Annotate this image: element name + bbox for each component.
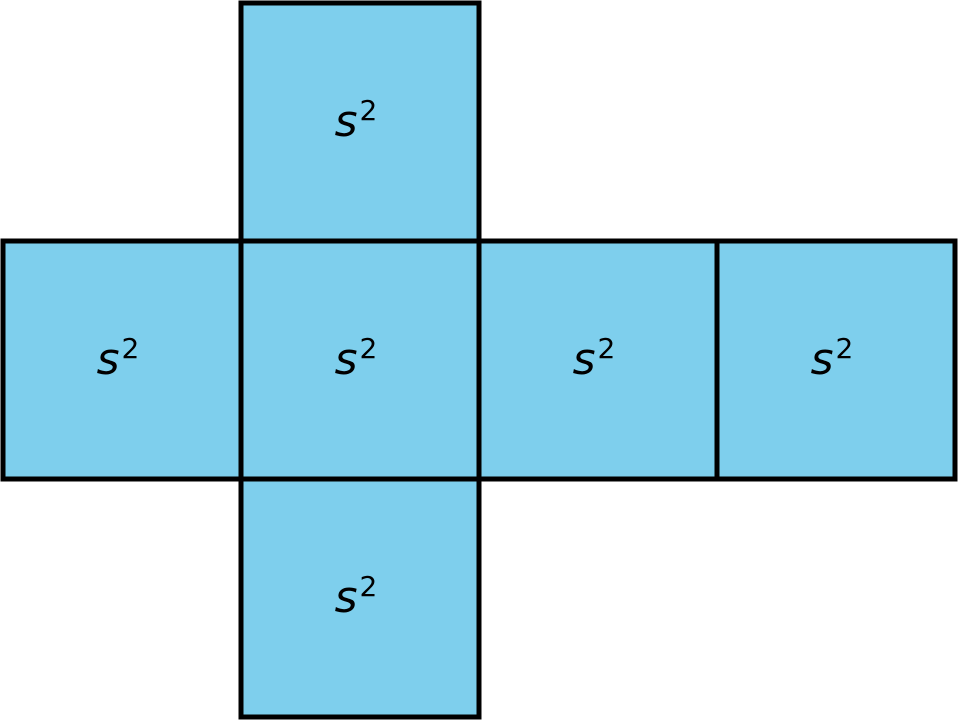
- label-base: s: [97, 334, 120, 385]
- label-exponent: 2: [360, 94, 378, 127]
- face-area-label: s2: [811, 332, 854, 385]
- cube-face-bottom: s2: [238, 476, 482, 720]
- cube-face-right: s2: [476, 238, 720, 482]
- label-exponent: 2: [598, 332, 616, 365]
- label-base: s: [811, 334, 834, 385]
- label-exponent: 2: [836, 332, 854, 365]
- face-area-label: s2: [335, 332, 378, 385]
- face-square: [238, 0, 482, 244]
- face-area-label: s2: [97, 332, 140, 385]
- label-base: s: [335, 334, 358, 385]
- cube-face-top: s2: [238, 0, 482, 244]
- cube-face-left: s2: [0, 238, 244, 482]
- face-square: [238, 476, 482, 720]
- face-square: [476, 238, 720, 482]
- face-area-label: s2: [573, 332, 616, 385]
- face-area-label: s2: [335, 570, 378, 623]
- label-base: s: [335, 572, 358, 623]
- face-square: [238, 238, 482, 482]
- face-area-label: s2: [335, 94, 378, 147]
- label-base: s: [335, 96, 358, 147]
- cube-face-far-right: s2: [714, 238, 958, 482]
- cube-face-center: s2: [238, 238, 482, 482]
- label-exponent: 2: [122, 332, 140, 365]
- label-exponent: 2: [360, 570, 378, 603]
- face-square: [714, 238, 958, 482]
- label-base: s: [573, 334, 596, 385]
- label-exponent: 2: [360, 332, 378, 365]
